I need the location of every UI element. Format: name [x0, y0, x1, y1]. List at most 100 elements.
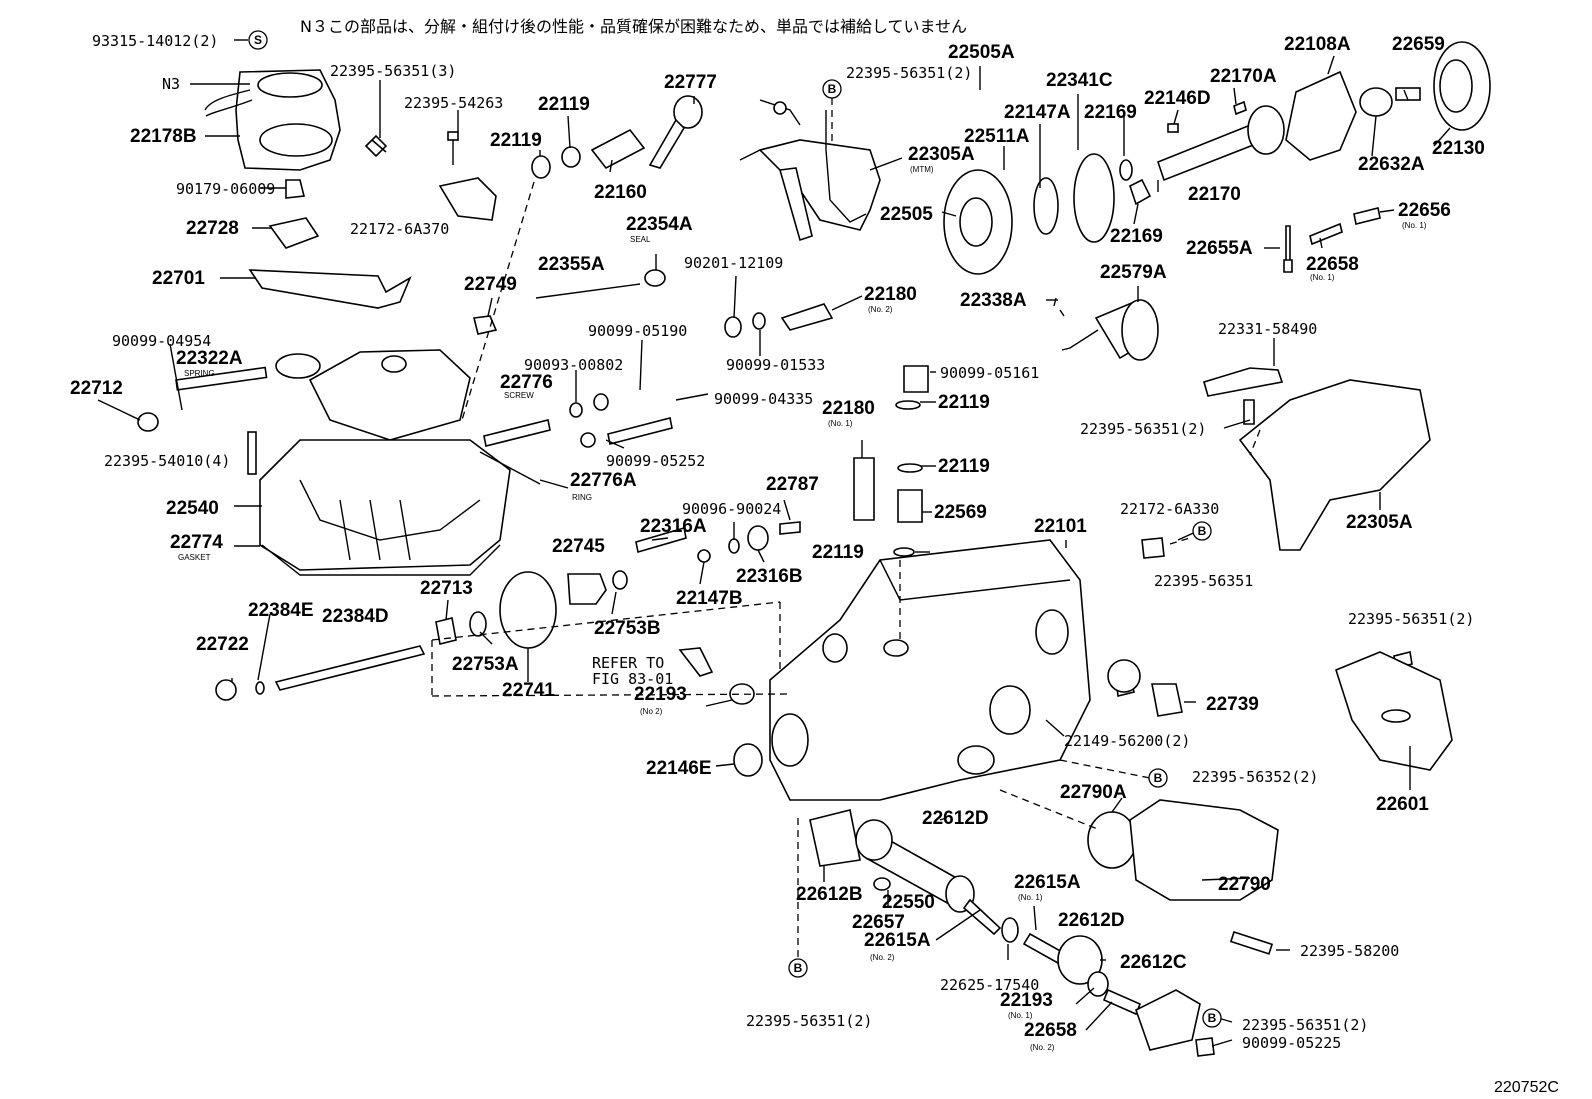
part-label[interactable]: 90099-01533	[726, 356, 825, 374]
part-label[interactable]: 22712	[70, 378, 123, 399]
part-label[interactable]: 22395-56351(3)	[330, 62, 456, 80]
part-label[interactable]: 22193	[634, 684, 687, 705]
part-label[interactable]: 22612C	[1120, 952, 1187, 973]
part-label[interactable]: 22658	[1024, 1020, 1077, 1041]
part-label[interactable]: 90096-90024	[682, 500, 781, 518]
part-label[interactable]: 22193	[1000, 990, 1053, 1011]
part-label[interactable]: 22316A	[640, 516, 707, 537]
part-label[interactable]: 22790	[1218, 874, 1271, 895]
part-label[interactable]: 22146D	[1144, 88, 1211, 109]
part-label[interactable]: 22722	[196, 634, 249, 655]
part-label[interactable]: 22395-56351(2)	[1242, 1016, 1368, 1034]
part-label[interactable]: 22615A	[1014, 872, 1081, 893]
part-label[interactable]: 22108A	[1284, 34, 1351, 55]
part-label[interactable]: 22172-6A330	[1120, 500, 1219, 518]
part-label[interactable]: 22170	[1188, 184, 1241, 205]
part-label[interactable]: 22395-58200	[1300, 942, 1399, 960]
part-label[interactable]: 22658	[1306, 254, 1359, 275]
part-label[interactable]: 90099-05252	[606, 452, 705, 470]
part-label[interactable]: 90099-05225	[1242, 1034, 1341, 1052]
part-label[interactable]: 22170A	[1210, 66, 1277, 87]
part-label[interactable]: 22550	[882, 892, 935, 913]
part-label[interactable]: 22384D	[322, 606, 389, 627]
part-label[interactable]: 22305A	[1346, 512, 1413, 533]
part-label[interactable]: 22540	[166, 498, 219, 519]
part-label[interactable]: N3	[162, 75, 180, 93]
part-label[interactable]: 22601	[1376, 794, 1429, 815]
part-label[interactable]: 22331-58490	[1218, 320, 1317, 338]
part-label[interactable]: 22659	[1392, 34, 1445, 55]
part-label[interactable]: 22341C	[1046, 70, 1113, 91]
part-label[interactable]: REFER TO	[592, 654, 664, 672]
part-label[interactable]: 22119	[812, 542, 864, 563]
part-label[interactable]: 22305A	[908, 144, 975, 165]
part-label[interactable]: 22739	[1206, 694, 1259, 715]
part-label[interactable]: 22119	[938, 456, 990, 477]
part-label[interactable]: FIG 83-01	[592, 670, 673, 688]
part-label[interactable]: 22322A	[176, 348, 243, 369]
part-label[interactable]: 22569	[934, 502, 987, 523]
part-label[interactable]: 22149-56200(2)	[1064, 732, 1190, 750]
part-label[interactable]: 22172-6A370	[350, 220, 449, 238]
part-label[interactable]: 22147A	[1004, 102, 1071, 123]
part-label[interactable]: 22395-56351	[1154, 572, 1253, 590]
part-label[interactable]: 22119	[538, 94, 590, 115]
part-label[interactable]: 22395-56351(2)	[846, 64, 972, 82]
part-label[interactable]: 22160	[594, 182, 647, 203]
part-label[interactable]: 22169	[1110, 226, 1163, 247]
part-label[interactable]: 22713	[420, 578, 473, 599]
part-label[interactable]: 22776	[500, 372, 553, 393]
part-label[interactable]: 22632A	[1358, 154, 1425, 175]
part-label[interactable]: 22745	[552, 536, 605, 557]
part-label[interactable]: 22625-17540	[940, 976, 1039, 994]
part-label[interactable]: 90099-04335	[714, 390, 813, 408]
part-label[interactable]: 22169	[1084, 102, 1137, 123]
part-label[interactable]: 22741	[502, 680, 555, 701]
part-label[interactable]: 90099-04954	[112, 332, 211, 350]
part-label[interactable]: 22777	[664, 72, 717, 93]
part-label[interactable]: 22612D	[1058, 910, 1125, 931]
part-label[interactable]: 22753B	[594, 618, 661, 639]
part-label[interactable]: 22395-56351(2)	[746, 1012, 872, 1030]
part-label[interactable]: 22119	[490, 130, 542, 151]
part-label[interactable]: 22180	[864, 284, 917, 305]
part-label[interactable]: 22655A	[1186, 238, 1253, 259]
part-label[interactable]: 22101	[1034, 516, 1087, 537]
part-label[interactable]: 22395-56351(2)	[1348, 610, 1474, 628]
part-label[interactable]: 22130	[1432, 138, 1485, 159]
part-label[interactable]: 90201-12109	[684, 254, 783, 272]
part-label[interactable]: 22180	[822, 398, 875, 419]
part-label[interactable]: 22505	[880, 204, 933, 225]
part-label[interactable]: 22774	[170, 532, 223, 553]
part-label[interactable]: 22615A	[864, 930, 931, 951]
part-label[interactable]: 90099-05190	[588, 322, 687, 340]
part-label[interactable]: 22511A	[964, 126, 1030, 147]
part-label[interactable]: 22395-56352(2)	[1192, 768, 1318, 786]
part-label[interactable]: 22147B	[676, 588, 743, 609]
part-label[interactable]: 22355A	[538, 254, 605, 275]
part-label[interactable]: 22612B	[796, 884, 863, 905]
part-label[interactable]: 22728	[186, 218, 239, 239]
part-label[interactable]: 22579A	[1100, 262, 1167, 283]
part-label[interactable]: 22146E	[646, 758, 712, 779]
part-label[interactable]: 22338A	[960, 290, 1027, 311]
part-label[interactable]: 22787	[766, 474, 819, 495]
part-label[interactable]: 22790A	[1060, 782, 1127, 803]
part-label[interactable]: 22656	[1398, 200, 1451, 221]
part-label[interactable]: 22395-54010(4)	[104, 452, 230, 470]
part-label[interactable]: 22395-56351(2)	[1080, 420, 1206, 438]
part-label[interactable]: 22657	[852, 912, 905, 933]
part-label[interactable]: 22749	[464, 274, 517, 295]
part-label[interactable]: 22701	[152, 268, 205, 289]
part-label[interactable]: 22354A	[626, 214, 693, 235]
part-label[interactable]: 22505A	[948, 42, 1015, 63]
part-label[interactable]: 93315-14012(2)	[92, 32, 218, 50]
part-label[interactable]: 22776A	[570, 470, 637, 491]
part-label[interactable]: 22178B	[130, 126, 197, 147]
part-label[interactable]: 22316B	[736, 566, 803, 587]
part-label[interactable]: 22119	[938, 392, 990, 413]
part-label[interactable]: 22753A	[452, 654, 519, 675]
part-label[interactable]: 90179-06009	[176, 180, 275, 198]
part-label[interactable]: 90093-00802	[524, 356, 623, 374]
part-label[interactable]: 22612D	[922, 808, 989, 829]
